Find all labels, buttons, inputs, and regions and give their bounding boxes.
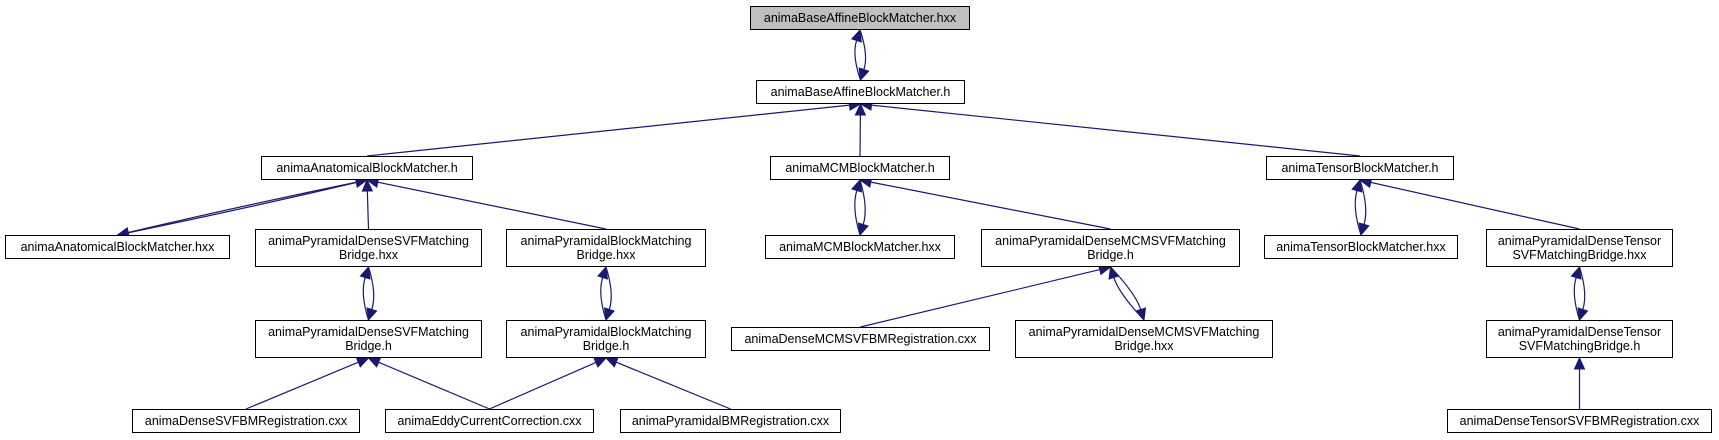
node-label-line2: Bridge.h [1087, 248, 1134, 262]
node-pyramidal-dense-tensor-svf-matching-bridge-hxx[interactable]: animaPyramidalDenseTensor SVFMatchingBri… [1486, 229, 1673, 267]
node-label-line2: Bridge.hxx [576, 248, 636, 262]
node-label-line1: animaPyramidalDenseSVFMatching [268, 234, 469, 248]
edge-dsvf-to-pdsvfh [245, 361, 359, 410]
node-label-line1: animaPyramidalBlockMatching [520, 234, 692, 248]
node-label-line1: animaPyramidalDenseMCMSVFMatching [1028, 325, 1260, 339]
node-label-line2: SVFMatchingBridge.h [1518, 339, 1641, 353]
edge-pbmhxx-to-pbmh [605, 266, 612, 310]
arrowhead-pdsvfh-to-pdsvfhxx [359, 265, 371, 280]
node-dense-mcm-svf-bm-registration-cxx[interactable]: animaDenseMCMSVFBMRegistration.cxx [731, 327, 990, 351]
arrowhead-dtensor-to-pdth [1573, 356, 1586, 370]
node-pyramidal-dense-svf-matching-bridge-hxx[interactable]: animaPyramidalDenseSVFMatching Bridge.hx… [255, 229, 482, 267]
node-tensor-block-matcher-hxx[interactable]: animaTensorBlockMatcher.hxx [1264, 235, 1458, 259]
node-mcm-block-matcher-h[interactable]: animaMCMBlockMatcher.h [770, 156, 950, 180]
arrowhead-tensor-to-tensorhxx [1358, 222, 1370, 237]
edge-anat-to-baseh [366, 104, 850, 157]
node-label-line2: Bridge.h [345, 339, 392, 353]
node-mcm-block-matcher-hxx[interactable]: animaMCMBlockMatcher.hxx [765, 235, 955, 259]
arrowhead-pdsvfhxx-to-anat [361, 178, 374, 192]
node-label: animaDenseSVFBMRegistration.cxx [144, 414, 348, 428]
node-label: animaPyramidalBMRegistration.cxx [631, 414, 830, 428]
node-tensor-block-matcher-h[interactable]: animaTensorBlockMatcher.h [1266, 156, 1454, 180]
edge-pbmh-to-pbmhxx [600, 277, 607, 321]
node-label-line1: animaPyramidalDenseTensor [1497, 325, 1662, 339]
edge-tensor-to-baseh [871, 104, 1361, 157]
edge-mcm-to-mcmhxx [859, 179, 866, 225]
node-label: animaMCMBlockMatcher.h [785, 161, 935, 175]
node-pyramidal-dense-mcm-svf-matching-bridge-hxx[interactable]: animaPyramidalDenseMCMSVFMatching Bridge… [1015, 320, 1273, 358]
node-label: animaAnatomicalBlockMatcher.h [276, 161, 458, 175]
arrowhead-pdthxx-to-pdth [1577, 307, 1589, 322]
arrowhead-pbmreg-to-pbmh [604, 357, 619, 368]
node-pyramidal-block-matching-bridge-hxx[interactable]: animaPyramidalBlockMatching Bridge.hxx [506, 229, 706, 267]
edge-pdmcmh-to-mcm [870, 181, 1111, 230]
node-dense-svf-bm-registration-cxx[interactable]: animaDenseSVFBMRegistration.cxx [132, 409, 360, 433]
edge-tensorhxx-to-tensor [1354, 190, 1362, 236]
node-base-affine-block-matcher-h[interactable]: animaBaseAffineBlockMatcher.h [756, 80, 965, 104]
node-pyramidal-dense-mcm-svf-matching-bridge-h[interactable]: animaPyramidalDenseMCMSVFMatching Bridge… [981, 229, 1240, 267]
edge-root-to-baseh [859, 29, 867, 70]
node-label-line2: Bridge.h [582, 339, 630, 353]
edge-pdth-to-pdthxx [1573, 277, 1581, 321]
node-pyramidal-bm-registration-cxx[interactable]: animaPyramidalBMRegistration.cxx [620, 409, 841, 433]
arrowhead-mcm-to-mcmhxx [857, 222, 869, 237]
node-base-affine-block-matcher-hxx: animaBaseAffineBlockMatcher.hxx [750, 6, 970, 30]
arrowhead-eddy-to-pbmh [593, 357, 608, 368]
node-label: animaMCMBlockMatcher.hxx [779, 240, 941, 254]
node-anatomical-block-matcher-h[interactable]: animaAnatomicalBlockMatcher.h [261, 156, 473, 180]
edge-pdthxx-to-tensor [1370, 181, 1580, 230]
node-label-line2: SVFMatchingBridge.hxx [1512, 248, 1647, 262]
edge-baseh-to-root [854, 40, 862, 81]
node-pyramidal-dense-tensor-svf-matching-bridge-h[interactable]: animaPyramidalDenseTensor SVFMatchingBri… [1486, 320, 1673, 358]
arrowhead-pdmcmh-to-pdmcmhxx [1135, 307, 1147, 322]
arrowhead-root-to-baseh [858, 67, 870, 82]
node-label: animaDenseMCMSVFBMRegistration.cxx [744, 332, 977, 346]
arrowhead-pdth-to-pdthxx [1570, 265, 1582, 280]
node-label: animaTensorBlockMatcher.h [1281, 161, 1439, 175]
edge-anathxx-to-anat [117, 181, 357, 236]
edge-mcmhxx-to-mcm [854, 190, 861, 236]
edge-pdthxx-to-pdth [1578, 266, 1586, 310]
node-label-line1: animaPyramidalDenseMCMSVFMatching [995, 234, 1226, 248]
arrowhead-pdmcmhxx-to-pdmcmh [1108, 265, 1120, 280]
node-label-line1: animaPyramidalDenseTensor [1497, 234, 1662, 248]
node-dense-tensor-svf-bm-registration-cxx[interactable]: animaDenseTensorSVFBMRegistration.cxx [1447, 409, 1712, 433]
node-label: animaAnatomicalBlockMatcher.hxx [20, 240, 215, 254]
node-label: animaBaseAffineBlockMatcher.h [770, 85, 951, 99]
edge-anat-to-anathxx [128, 179, 368, 234]
arrowhead-baseh-to-root [850, 28, 862, 43]
edge-pdsvfhxx-to-anat [366, 190, 370, 230]
edge-pdsvfhxx-to-pdsvfh [367, 266, 375, 310]
node-label: animaDenseTensorSVFBMRegistration.cxx [1459, 414, 1700, 428]
edge-pdsvfh-to-pdsvfhxx [362, 277, 370, 321]
arrowhead-pdsvfhxx-to-pdsvfh [366, 307, 378, 322]
arrowhead-dsvf-to-pdsvfh [355, 357, 370, 368]
arrowhead-mcmhxx-to-mcm [851, 178, 863, 193]
node-label: animaEddyCurrentCorrection.cxx [397, 414, 582, 428]
edge-eddy-to-pdsvfh [378, 361, 490, 410]
node-label-line2: Bridge.hxx [338, 248, 399, 262]
edge-pdmcmh-to-pdmcmhxx [1110, 266, 1142, 310]
node-eddy-current-correction-cxx[interactable]: animaEddyCurrentCorrection.cxx [385, 409, 594, 433]
edge-eddy-to-pbmh [489, 361, 597, 410]
edge-dmcm-to-pdmcmh [860, 268, 1100, 328]
node-pyramidal-block-matching-bridge-h[interactable]: animaPyramidalBlockMatching Bridge.h [506, 320, 706, 358]
node-anatomical-block-matcher-hxx[interactable]: animaAnatomicalBlockMatcher.hxx [5, 235, 230, 259]
node-label-line2: Bridge.hxx [1114, 339, 1174, 353]
arrowhead-tensorhxx-to-tensor [1351, 178, 1363, 193]
arrowhead-pbmh-to-pbmhxx [597, 265, 609, 280]
node-label: animaBaseAffineBlockMatcher.hxx [763, 11, 957, 25]
arrowhead-mcm-to-baseh [854, 102, 867, 116]
edge-pbmhxx-to-anat [377, 181, 607, 230]
node-label: animaTensorBlockMatcher.hxx [1276, 240, 1446, 254]
node-pyramidal-dense-svf-matching-bridge-h[interactable]: animaPyramidalDenseSVFMatching Bridge.h [255, 320, 482, 358]
edge-pbmreg-to-pbmh [615, 361, 731, 410]
edge-tensor-to-tensorhxx [1359, 179, 1367, 225]
arrowhead-eddy-to-pdsvfh [367, 357, 382, 368]
node-label-line1: animaPyramidalDenseSVFMatching [268, 325, 469, 339]
node-label-line1: animaPyramidalBlockMatching [520, 325, 692, 339]
arrowhead-pbmhxx-to-pbmh [603, 307, 615, 322]
